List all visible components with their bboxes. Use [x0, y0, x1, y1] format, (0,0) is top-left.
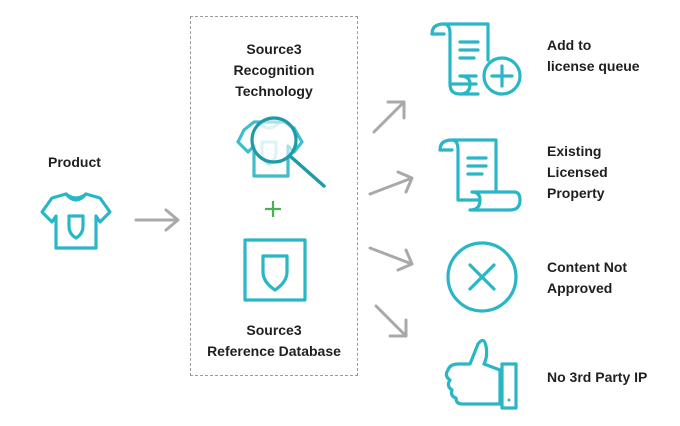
scroll-plus-icon: [430, 22, 522, 96]
outcome-label-line: Add to: [547, 37, 592, 53]
shield-box-icon: [243, 238, 307, 302]
database-label-line: Source3: [246, 322, 302, 338]
recognition-label-line: Recognition: [233, 62, 315, 78]
thumbs-up-icon: [444, 338, 518, 410]
outcome-label-line: Content Not: [547, 259, 628, 275]
outcome-existing-licensed-label: Existing Licensed Property: [547, 141, 608, 204]
outcome-label-line: license queue: [547, 58, 640, 74]
recognition-label-line: Source3: [246, 41, 302, 57]
arrow-slight-up-right-icon: [368, 170, 414, 196]
source3-system-box: [190, 16, 358, 376]
arrow-right-icon: [134, 208, 180, 232]
product-label: Product: [48, 154, 101, 170]
tshirt-icon: [40, 192, 112, 250]
database-label: Source3 Reference Database: [190, 320, 358, 362]
outcome-no-third-party-label: No 3rd Party IP: [547, 367, 647, 388]
outcome-label-line: Existing: [547, 143, 602, 159]
outcome-label-line: Approved: [547, 280, 613, 296]
arrow-slight-down-right-icon: [368, 246, 414, 272]
arrow-down-right-icon: [374, 304, 408, 338]
outcome-label-line: Property: [547, 185, 605, 201]
circle-x-icon: [446, 241, 518, 313]
outcome-add-to-queue-label: Add to license queue: [547, 35, 640, 77]
recognition-label-line: Technology: [235, 83, 313, 99]
outcome-not-approved-label: Content Not Approved: [547, 257, 627, 299]
outcome-label-line: No 3rd Party IP: [547, 369, 648, 385]
recognition-label: Source3 Recognition Technology: [190, 39, 358, 102]
tshirt-magnifier-icon: [236, 116, 326, 188]
database-label-line: Reference Database: [207, 343, 341, 359]
outcome-label-line: Licensed: [547, 164, 608, 180]
plus-icon: [265, 201, 281, 217]
arrow-up-right-icon: [372, 100, 406, 134]
scroll-icon: [438, 138, 522, 212]
